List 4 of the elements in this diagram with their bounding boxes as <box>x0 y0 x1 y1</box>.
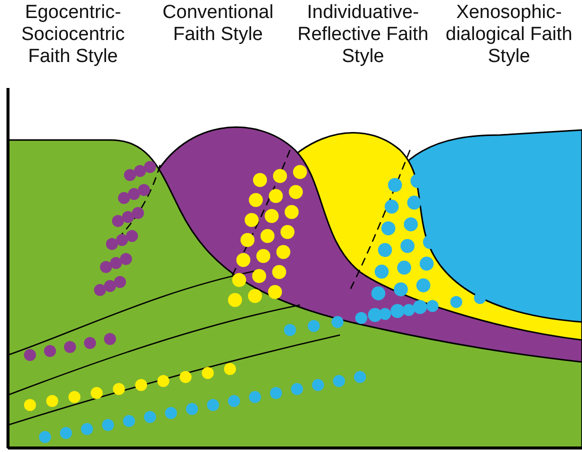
stage-heading: Individuative-Reflective Faith Style <box>296 2 430 68</box>
stage-heading: Xenosophic-dialogical Faith Style <box>444 2 574 68</box>
stage-heading: Conventional Faith Style <box>162 2 274 46</box>
stage-heading: Egocentric-Sociocentric Faith Style <box>20 2 126 68</box>
